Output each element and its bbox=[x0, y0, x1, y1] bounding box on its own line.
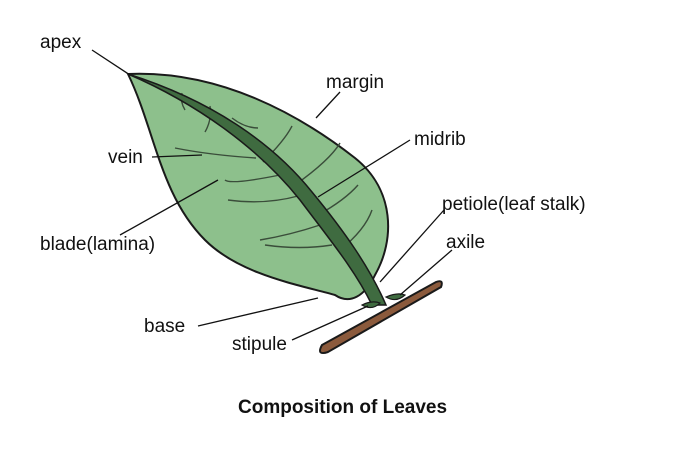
label-stipule: stipule bbox=[232, 334, 287, 355]
stipule-shape bbox=[360, 301, 382, 309]
label-blade: blade(lamina) bbox=[40, 234, 155, 255]
base-leader bbox=[197, 297, 319, 327]
vein-leader bbox=[151, 154, 203, 158]
label-petiole: petiole(leaf stalk) bbox=[442, 194, 586, 215]
blade-leader bbox=[119, 179, 219, 236]
axile-leader bbox=[399, 249, 453, 296]
label-midrib: midrib bbox=[414, 129, 466, 150]
stipule-leader bbox=[291, 305, 369, 341]
label-axile: axile bbox=[446, 232, 485, 253]
midrib bbox=[127, 73, 388, 306]
midrib-leader bbox=[317, 139, 411, 198]
leaf-blade bbox=[126, 72, 390, 301]
label-vein: vein bbox=[108, 147, 143, 168]
label-base: base bbox=[144, 316, 185, 337]
axile-node bbox=[384, 293, 407, 301]
apex-leader bbox=[91, 49, 131, 76]
label-apex: apex bbox=[40, 32, 82, 53]
petiole-leader bbox=[379, 209, 445, 283]
label-margin: margin bbox=[326, 72, 384, 93]
diagram-title: Composition of Leaves bbox=[238, 397, 447, 418]
margin-leader bbox=[315, 91, 341, 119]
stem-branch bbox=[319, 280, 443, 355]
